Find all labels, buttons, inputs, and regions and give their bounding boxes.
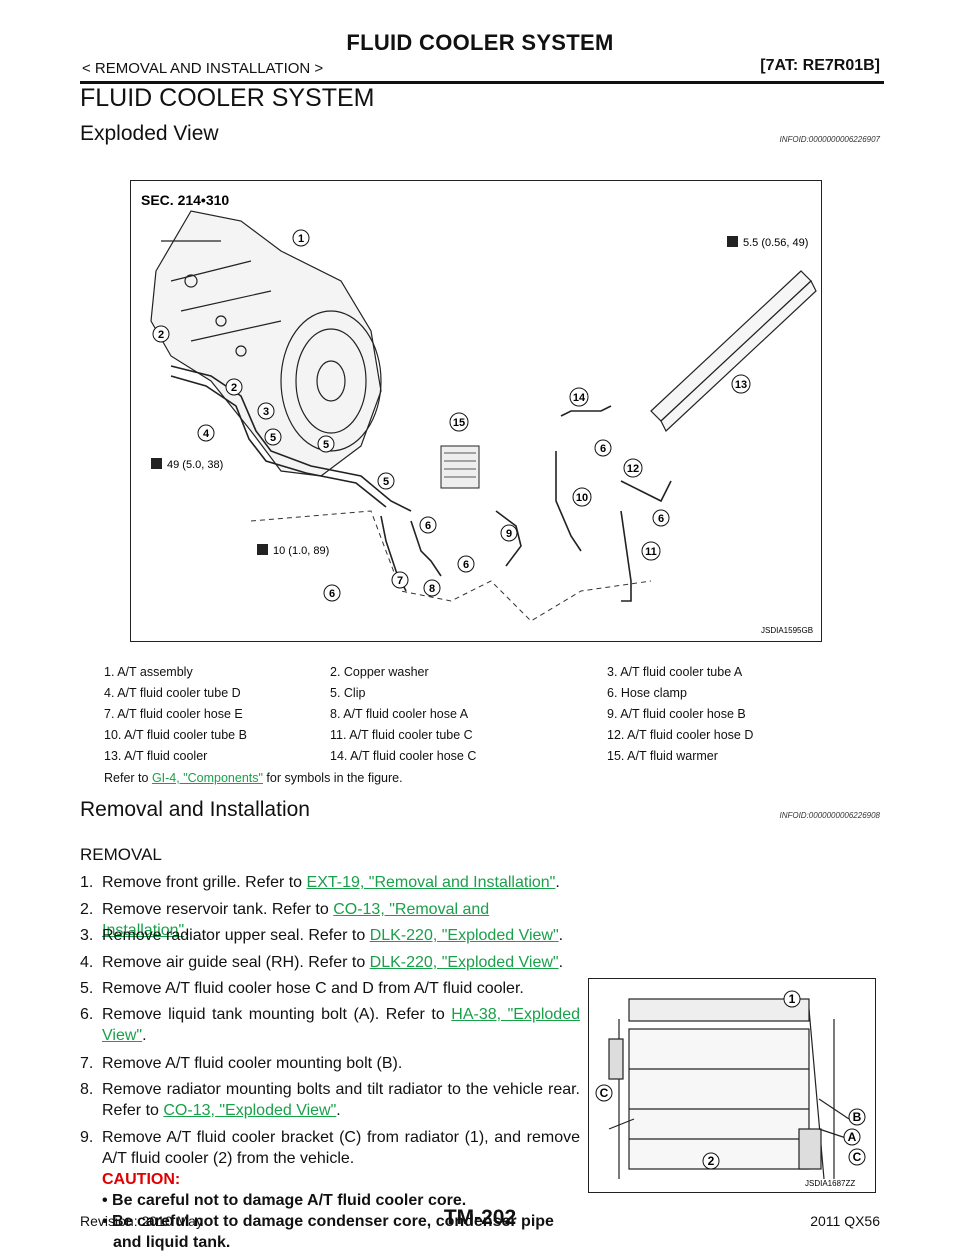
svg-text:10: 10 [576,492,588,504]
legend-item: 10. A/T fluid cooler tube B [104,728,247,742]
svg-text:1: 1 [789,992,796,1006]
removal-heading: REMOVAL [80,845,162,864]
exploded-view-infoid: INFOID:0000000006226907 [779,135,880,144]
header-rule [80,81,884,84]
caution-item: and liquid tank. [113,1234,231,1251]
legend-item: 11. A/T fluid cooler tube C [330,728,473,742]
svg-text:4: 4 [203,428,210,440]
torque-label-3: 10 (1.0, 89) [273,545,329,557]
removal-installation-infoid: INFOID:0000000006226908 [779,811,880,820]
step-link[interactable]: EXT-19, "Removal and Installation" [306,874,556,891]
figure2-code: JSDIA1687ZZ [805,1179,855,1188]
legend-refer: Refer to GI-4, "Components" for symbols … [104,771,403,785]
svg-text:6: 6 [658,513,664,525]
svg-text:C: C [600,1086,609,1100]
exploded-view-diagram: SEC. 214•310 [141,192,817,635]
footer-model: 2011 QX56 [810,1213,880,1229]
legend-item: 2. Copper washer [330,665,429,679]
legend-item: 1. A/T assembly [104,665,193,679]
svg-text:5: 5 [323,439,329,451]
torque-label-2: 49 (5.0, 38) [167,459,223,471]
svg-text:15: 15 [453,417,465,429]
svg-text:3: 3 [263,406,269,418]
figure-code: JSDIA1595GB [761,626,813,635]
sec-label: SEC. 214•310 [141,192,229,208]
svg-text:9: 9 [506,528,512,540]
refer-prefix: Refer to [104,771,152,785]
step-link[interactable]: DLK-220, "Exploded View" [369,954,559,971]
svg-text:8: 8 [429,583,435,595]
legend-item: 6. Hose clamp [607,686,687,700]
page-number: TM-202 [443,1206,517,1229]
exploded-view-heading: Exploded View [80,122,219,145]
svg-text:2: 2 [708,1154,715,1168]
footer-revision: Revision: 2010 May [80,1213,203,1229]
refer-suffix: for symbols in the figure. [262,771,403,785]
step-link[interactable]: CO-13, "Removal and Installation" [102,901,490,939]
svg-text:2: 2 [231,382,237,394]
breadcrumb: < REMOVAL AND INSTALLATION > [82,60,324,77]
removal-installation-heading: Removal and Installation [80,798,310,821]
step-link[interactable]: CO-13, "Exploded View" [163,1102,337,1119]
refer-link[interactable]: GI-4, "Components" [151,771,263,785]
section-title: FLUID COOLER SYSTEM [80,84,375,112]
legend-item: 7. A/T fluid cooler hose E [104,707,243,721]
radiator-figure: 1 C B A C 2 JSDIA1687ZZ [588,978,876,1193]
legend-item: 9. A/T fluid cooler hose B [607,707,746,721]
svg-text:2: 2 [158,329,164,341]
legend-item: 15. A/T fluid warmer [607,749,718,763]
svg-text:6: 6 [425,520,431,532]
caution-label: CAUTION: [102,1171,181,1188]
svg-text:A: A [848,1130,857,1144]
svg-text:6: 6 [600,443,606,455]
legend-item: 5. Clip [330,686,366,700]
svg-text:12: 12 [627,463,639,475]
svg-text:6: 6 [329,588,335,600]
svg-text:11: 11 [645,546,657,558]
step-link[interactable]: HA-38, "Exploded View" [102,1006,581,1044]
svg-text:1: 1 [298,233,304,245]
legend-item: 12. A/T fluid cooler hose D [607,728,754,742]
legend-item: 4. A/T fluid cooler tube D [104,686,241,700]
exploded-view-figure: SEC. 214•310 [130,180,822,642]
running-header-title: FLUID COOLER SYSTEM [346,30,614,55]
svg-text:7: 7 [397,575,403,587]
caution-item: • Be careful not to damage A/T fluid coo… [102,1192,467,1209]
radiator-diagram: 1 C B A C 2 JSDIA1687ZZ [595,990,866,1188]
svg-text:5: 5 [270,432,276,444]
model-tag: [7AT: RE7R01B] [760,57,880,74]
svg-text:C: C [853,1150,862,1164]
legend-item: 8. A/T fluid cooler hose A [330,707,469,721]
svg-text:6: 6 [463,559,469,571]
svg-text:5: 5 [383,476,389,488]
svg-text:14: 14 [573,392,586,404]
svg-text:13: 13 [735,379,747,391]
caution-item: • Be careful not to damage condenser cor… [102,1213,554,1230]
step-link[interactable]: DLK-220, "Exploded View" [369,927,559,944]
torque-label-1: 5.5 (0.56, 49) [743,237,808,249]
legend-item: 14. A/T fluid cooler hose C [330,749,477,763]
svg-text:B: B [853,1110,862,1124]
legend-item: 3. A/T fluid cooler tube A [607,665,743,679]
legend-item: 13. A/T fluid cooler [104,749,208,763]
